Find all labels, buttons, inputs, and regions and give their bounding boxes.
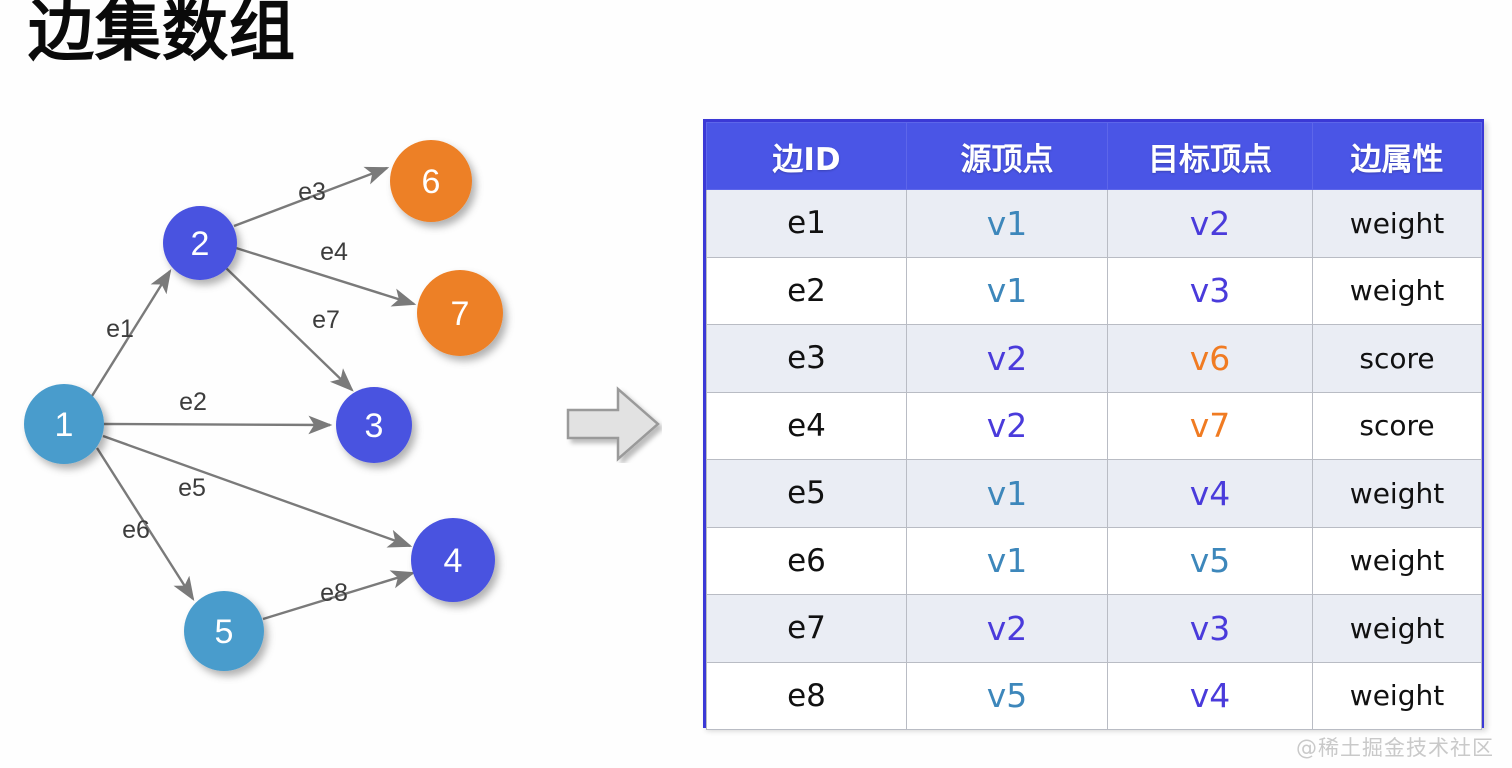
edge-label-e7: e7 [312,306,340,334]
column-header-edge-attr: 边属性 [1312,122,1482,190]
cell-source-vertex: v1 [906,256,1108,325]
cell-target-vertex: v3 [1107,256,1313,325]
edge-line-e6 [95,447,195,602]
cell-source-vertex: v1 [906,189,1108,258]
cell-source-vertex: v5 [906,661,1108,730]
transform-arrow-shape [566,386,660,462]
graph-node-1-label: 1 [55,406,74,444]
cell-source-vertex: v1 [906,526,1108,595]
graph-svg: e1 e2 e3 e4 e5 e6 e7 e8 1 2 [24,140,503,671]
table-header: 边ID 源顶点 目标顶点 边属性 [706,122,1482,190]
cell-edge-attribute: score [1312,391,1482,460]
edge-label-e1: e1 [106,315,134,343]
graph-node-5-circle[interactable] [184,591,264,671]
page-title: 边集数组 [28,0,296,70]
column-header-target-vertex: 目标顶点 [1107,122,1313,190]
edge-label-e5: e5 [178,474,206,502]
cell-target-vertex: v2 [1107,189,1313,258]
cell-target-vertex: v7 [1107,391,1313,460]
edge-line-e1 [90,268,172,397]
cell-edge-attribute: score [1312,324,1482,393]
graph-node-2-label: 2 [191,225,210,263]
cell-source-vertex: v2 [906,594,1108,663]
graph-diagram: e1 e2 e3 e4 e5 e6 e7 e8 1 2 [0,96,560,696]
edge-label-e8: e8 [320,579,348,607]
cell-edge-id: e5 [706,459,907,528]
transform-arrow-icon [566,385,662,463]
column-header-source-vertex: 源顶点 [906,122,1108,190]
cell-source-vertex: v1 [906,459,1108,528]
table-header-row: 边ID 源顶点 目标顶点 边属性 [706,122,1482,190]
cell-edge-attribute: weight [1312,189,1482,258]
graph-edges [90,166,417,621]
cell-target-vertex: v4 [1107,459,1313,528]
cell-edge-attribute: weight [1312,594,1482,663]
graph-node-6-label: 6 [422,163,441,201]
edge-label-e4: e4 [320,238,348,266]
graph-edge-labels: e1 e2 e3 e4 e5 e6 e7 e8 [106,178,348,607]
cell-target-vertex: v3 [1107,594,1313,663]
cell-edge-attribute: weight [1312,526,1482,595]
cell-target-vertex: v6 [1107,324,1313,393]
edge-label-e2: e2 [179,388,207,416]
cell-target-vertex: v4 [1107,661,1313,730]
cell-edge-id: e6 [706,526,907,595]
graph-node-7-circle[interactable] [417,270,503,356]
cell-edge-attribute: weight [1312,459,1482,528]
edge-line-e7 [225,267,354,392]
cell-edge-id: e8 [706,661,907,730]
cell-edge-id: e4 [706,391,907,460]
edge-line-e8 [262,570,416,621]
graph-node-2-circle[interactable] [163,206,237,280]
graph-node-4[interactable]: 4 [411,518,495,602]
edge-label-e3: e3 [298,178,326,206]
edge-line-e4 [235,246,417,307]
graph-node-4-label: 4 [444,542,463,580]
graph-node-3-circle[interactable] [336,387,412,463]
graph-node-1-circle[interactable] [24,384,104,464]
column-header-edge-id: 边ID [706,122,907,190]
edge-label-e6: e6 [122,516,150,544]
graph-node-4-circle[interactable] [411,518,495,602]
graph-nodes: 1 2 3 4 5 [24,140,503,671]
graph-node-1[interactable]: 1 [24,384,104,464]
graph-node-7[interactable]: 7 [417,270,503,356]
edge-line-e5 [102,434,413,548]
cell-edge-attribute: weight [1312,256,1482,325]
graph-node-5-label: 5 [215,613,234,651]
edge-line-e3 [233,166,390,228]
graph-node-7-label: 7 [451,295,470,333]
graph-node-2[interactable]: 2 [163,206,237,280]
cell-edge-id: e2 [706,256,907,325]
cell-edge-attribute: weight [1312,661,1482,730]
cell-edge-id: e1 [706,189,907,258]
watermark: @稀土掘金技术社区 [1296,736,1494,760]
edge-line-e2 [103,415,333,435]
cell-edge-id: e7 [706,594,907,663]
graph-node-3-label: 3 [365,407,384,445]
cell-target-vertex: v5 [1107,526,1313,595]
cell-source-vertex: v2 [906,324,1108,393]
graph-node-6[interactable]: 6 [390,140,472,222]
graph-node-3[interactable]: 3 [336,387,412,463]
graph-node-5[interactable]: 5 [184,591,264,671]
cell-edge-id: e3 [706,324,907,393]
graph-node-6-circle[interactable] [390,140,472,222]
cell-source-vertex: v2 [906,391,1108,460]
